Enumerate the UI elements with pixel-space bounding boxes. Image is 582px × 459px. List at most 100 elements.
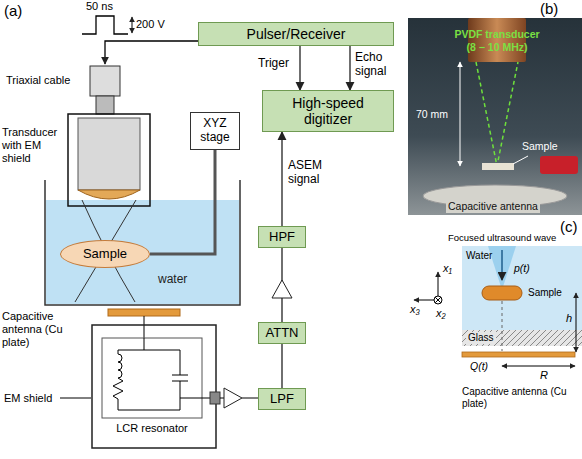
axis-arrow — [438, 272, 439, 296]
glass — [462, 330, 582, 346]
node-text-group: LPF — [270, 392, 294, 407]
water-region — [462, 246, 582, 330]
wire — [118, 338, 180, 350]
text-label: PVDF transducer (8 − 10 MHz) — [450, 28, 544, 53]
node-text-group: Sample — [83, 247, 127, 262]
transducer-body — [78, 118, 140, 190]
text-label: (b) — [540, 0, 558, 18]
antenna-plate — [462, 352, 575, 357]
node-text-group: XYZ stage — [195, 117, 235, 145]
antenna-plate — [108, 309, 180, 316]
connector — [150, 150, 215, 254]
node-label: High-speed digitizer — [267, 95, 389, 127]
node-label: XYZ stage — [195, 117, 235, 145]
text-label: Q(t) — [470, 360, 488, 373]
text-label: LCR resonator — [102, 422, 202, 435]
text-label: R — [540, 369, 548, 382]
water-tank — [45, 180, 240, 305]
wire — [242, 398, 258, 399]
distance-arrow — [460, 62, 461, 166]
amplitude-arrow — [132, 17, 133, 33]
triaxial-cable — [90, 66, 120, 96]
process-box: High-speed digitizer — [262, 90, 394, 132]
edge-label: Triger — [258, 56, 289, 70]
edge-label: Echo signal — [355, 50, 397, 79]
text-label: p(t) — [514, 262, 530, 275]
text-label: Sample — [528, 287, 562, 299]
glass-hatch — [462, 330, 582, 346]
text-label: water — [158, 272, 187, 286]
sample-photo — [482, 163, 514, 170]
resistor-symbol — [113, 378, 123, 410]
text-label: Sample — [522, 140, 558, 153]
text-label: Capacitive antenna — [446, 200, 540, 213]
coax-connector — [210, 392, 220, 404]
dimension-arrow — [502, 366, 575, 367]
pulse-symbol — [82, 16, 128, 34]
text-label: x₁ — [443, 262, 452, 275]
water — [46, 200, 239, 304]
edge-label: ASEM signal — [288, 158, 334, 187]
wire — [144, 316, 145, 338]
wire — [220, 398, 224, 399]
node-label: ATTN — [266, 326, 299, 341]
em-shield-box — [68, 114, 150, 206]
node-text-group: High-speed digitizer — [267, 95, 389, 127]
center-line — [502, 301, 503, 351]
holder — [540, 156, 578, 174]
dimension-arrow — [576, 293, 577, 352]
beam-arrow — [501, 250, 503, 280]
wire — [180, 398, 210, 399]
sample-oval: Sample — [60, 240, 150, 268]
capacitor-symbol — [118, 350, 188, 410]
photo — [408, 18, 582, 215]
text-label: Triaxial cable — [6, 74, 70, 87]
node-text-group: ATTN — [266, 326, 299, 341]
text-label: (c) — [560, 218, 578, 236]
text-label: Glass — [466, 332, 496, 344]
stage-box: XYZ stage — [190, 112, 240, 150]
text-label: x₂ — [436, 307, 446, 320]
leader-line — [60, 398, 91, 399]
connector — [349, 46, 350, 90]
inductor-symbol — [118, 350, 122, 378]
node-text-group: Pulser/Receiver — [247, 26, 346, 42]
text-label: Focused ultrasound wave — [448, 232, 556, 243]
text-label: x₃ — [410, 303, 420, 316]
axis-arrow — [414, 300, 434, 301]
node-label: HPF — [269, 230, 295, 245]
node-label: LPF — [270, 392, 294, 407]
text-label: Capacitive antenna (Cu plate) — [2, 310, 88, 350]
em-shield-box — [92, 325, 216, 448]
node-label: Pulser/Receiver — [247, 26, 346, 42]
text-label: Capacitive antenna (Cu plate) — [462, 386, 580, 410]
axis-cross — [435, 297, 441, 303]
text-label: 200 V — [136, 18, 165, 31]
axis-into-page — [434, 296, 442, 304]
connector — [281, 132, 282, 226]
text-label: Transducer with EM shield — [2, 126, 66, 166]
cable-connector — [96, 96, 114, 114]
amplifier-symbol — [272, 280, 292, 298]
text-label: Water — [466, 250, 492, 262]
transducer-lens — [78, 190, 140, 199]
node-text-group: HPF — [269, 230, 295, 245]
process-box: Pulser/Receiver — [198, 22, 394, 46]
text-label: 50 ns — [86, 0, 113, 13]
sample-shape — [482, 286, 522, 300]
text-label: h — [566, 312, 572, 325]
attenuator-box: ATTN — [258, 322, 306, 344]
leader-line — [513, 156, 528, 164]
connector — [281, 344, 282, 388]
text-label: EM shield — [4, 392, 52, 405]
text-label: (a) — [4, 2, 22, 20]
amplifier-symbol — [224, 388, 242, 408]
text-label: 70 mm — [416, 108, 448, 121]
pulse-wire — [105, 41, 198, 64]
filter-box: LPF — [258, 388, 306, 410]
lcr-box — [102, 338, 202, 418]
filter-box: HPF — [258, 226, 306, 248]
focus-cone — [476, 62, 518, 166]
connector — [299, 46, 300, 90]
